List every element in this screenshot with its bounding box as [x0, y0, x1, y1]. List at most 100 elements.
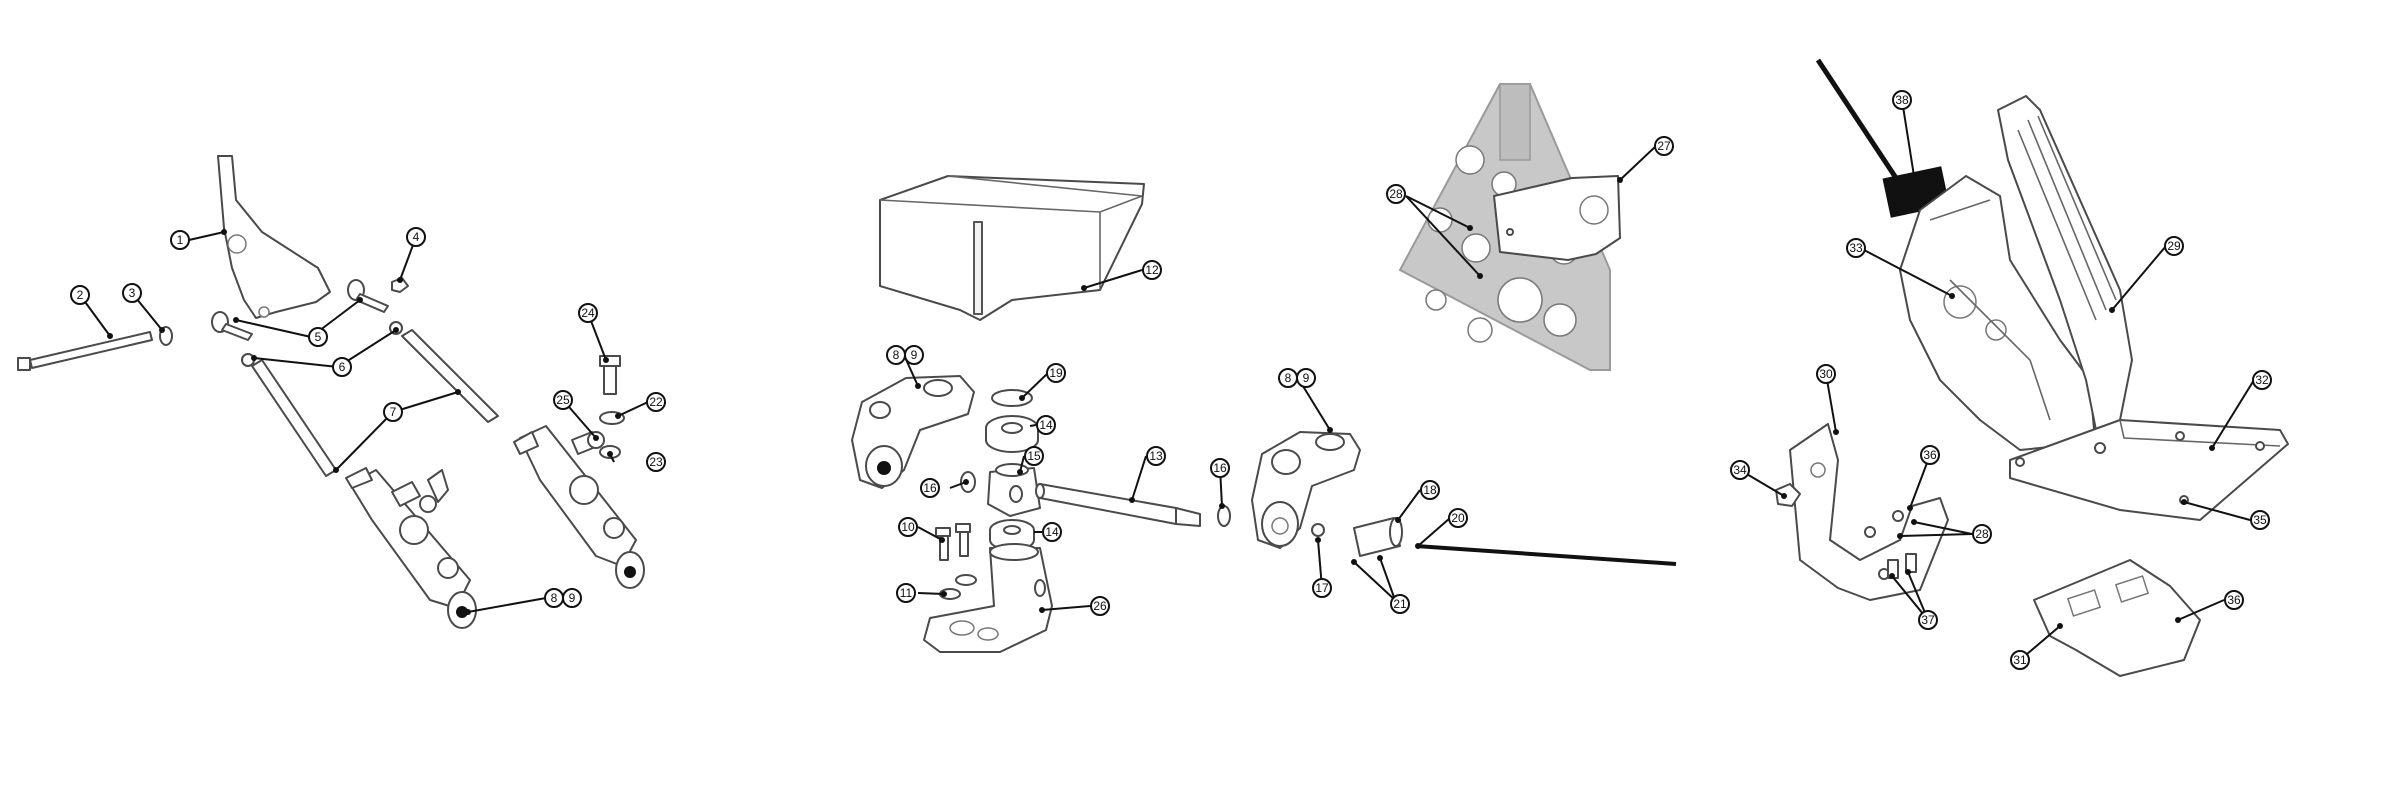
pivot-block	[987, 463, 1041, 517]
svg-text:15: 15	[1027, 449, 1041, 463]
cable-sleeve	[1353, 517, 1403, 557]
panel-center-hydraulic-assembly	[851, 175, 1677, 653]
callout-8-center: 8	[886, 345, 906, 365]
svg-text:26: 26	[1093, 599, 1107, 613]
svg-text:2: 2	[77, 288, 84, 302]
pedal-lower-bore	[258, 306, 270, 318]
svg-text:24: 24	[581, 306, 595, 320]
svg-text:9: 9	[911, 348, 918, 362]
svg-text:33: 33	[1849, 241, 1863, 255]
svg-text:1: 1	[177, 233, 184, 247]
callout-24: 24	[578, 303, 598, 323]
callout-28-upper: 28	[1386, 184, 1406, 204]
svg-text:4: 4	[413, 230, 420, 244]
callout-22: 22	[646, 392, 666, 412]
callout-33: 33	[1846, 238, 1866, 258]
callout-bubbles: 1 2 3 4 5 6 7 8 9 24 25 22 23 12 8 9 19 …	[70, 90, 2272, 670]
svg-text:14: 14	[1045, 525, 1059, 539]
callout-9-center: 9	[904, 345, 924, 365]
callout-6: 6	[332, 357, 352, 377]
spacer-upper	[985, 415, 1039, 453]
callout-31: 31	[2010, 650, 2030, 670]
thrust-washer-right	[1217, 505, 1231, 527]
master-cylinder-left	[345, 467, 477, 629]
svg-text:18: 18	[1423, 483, 1437, 497]
panel-left-pedal-assembly	[17, 155, 649, 629]
callout-30: 30	[1816, 364, 1836, 384]
svg-text:16: 16	[1213, 461, 1227, 475]
callout-20: 20	[1448, 508, 1468, 528]
callout-37: 37	[1918, 610, 1938, 630]
banjo-fitting-left	[391, 481, 437, 513]
svg-text:31: 31	[2013, 653, 2027, 667]
hex-nut-34	[1775, 483, 1801, 507]
callout-36-lower: 36	[2224, 590, 2244, 610]
callout-28-lower: 28	[1972, 524, 1992, 544]
base-bracket	[923, 543, 1053, 653]
callout-2: 2	[70, 285, 90, 305]
callout-1: 1	[170, 230, 190, 250]
throttle-cable	[1815, 58, 1903, 186]
callout-4: 4	[406, 227, 426, 247]
pedal-arm	[217, 155, 331, 319]
svg-text:25: 25	[556, 393, 570, 407]
push-rod-left	[251, 359, 337, 477]
svg-text:19: 19	[1049, 366, 1063, 380]
svg-text:8: 8	[551, 591, 558, 605]
pedal-base-plate	[2009, 419, 2289, 521]
pivot-shaft	[1035, 483, 1201, 527]
svg-text:29: 29	[2167, 239, 2181, 253]
svg-text:20: 20	[1451, 511, 1465, 525]
svg-text:36: 36	[2227, 593, 2241, 607]
push-rod-right	[401, 329, 499, 423]
callout-16-right: 16	[1210, 458, 1230, 478]
callout-35: 35	[2250, 510, 2270, 530]
panel-right-throttle-assembly	[1739, 58, 2289, 677]
svg-text:27: 27	[1657, 139, 1671, 153]
callout-27: 27	[1654, 136, 1674, 156]
callout-11: 11	[896, 583, 916, 603]
callout-3: 3	[122, 283, 142, 303]
callout-19: 19	[1046, 363, 1066, 383]
svg-text:10: 10	[901, 520, 915, 534]
mounting-bolts	[935, 523, 971, 561]
svg-text:22: 22	[649, 395, 663, 409]
svg-text:12: 12	[1145, 263, 1159, 277]
callout-21: 21	[1390, 594, 1410, 614]
pedal-pivot-bore	[227, 234, 247, 254]
rod-end-left	[211, 311, 253, 341]
svg-text:28: 28	[1389, 187, 1403, 201]
svg-text:21: 21	[1393, 597, 1407, 611]
banjo-bolt	[599, 355, 621, 395]
svg-text:28: 28	[1975, 527, 1989, 541]
callout-26: 26	[1090, 596, 1110, 616]
panel-perforated-bracket	[1398, 83, 1657, 371]
callout-36-upper: 36	[1920, 445, 1940, 465]
svg-text:8: 8	[893, 348, 900, 362]
svg-text:23: 23	[649, 455, 663, 469]
callout-10: 10	[898, 517, 918, 537]
svg-text:13: 13	[1149, 449, 1163, 463]
callout-34: 34	[1730, 460, 1750, 480]
svg-text:9: 9	[569, 591, 576, 605]
retaining-clip	[991, 389, 1033, 407]
callout-32: 32	[2252, 370, 2272, 390]
svg-text:11: 11	[900, 586, 913, 600]
svg-text:37: 37	[1921, 613, 1935, 627]
master-cylinder-center-left	[851, 375, 975, 489]
callout-14-upper: 14	[1036, 415, 1056, 435]
callout-9-left: 9	[562, 588, 582, 608]
callout-8-left: 8	[544, 588, 564, 608]
svg-text:5: 5	[315, 330, 322, 344]
callout-8-right: 8	[1278, 368, 1298, 388]
master-cylinder-center-right	[1251, 431, 1361, 549]
rod-end-upper	[347, 279, 389, 313]
callout-17: 17	[1312, 578, 1332, 598]
callout-13: 13	[1146, 446, 1166, 466]
callout-38: 38	[1892, 90, 1912, 110]
svg-text:34: 34	[1733, 463, 1747, 477]
callout-15: 15	[1024, 446, 1044, 466]
svg-text:17: 17	[1315, 581, 1329, 595]
callout-25: 25	[553, 390, 573, 410]
